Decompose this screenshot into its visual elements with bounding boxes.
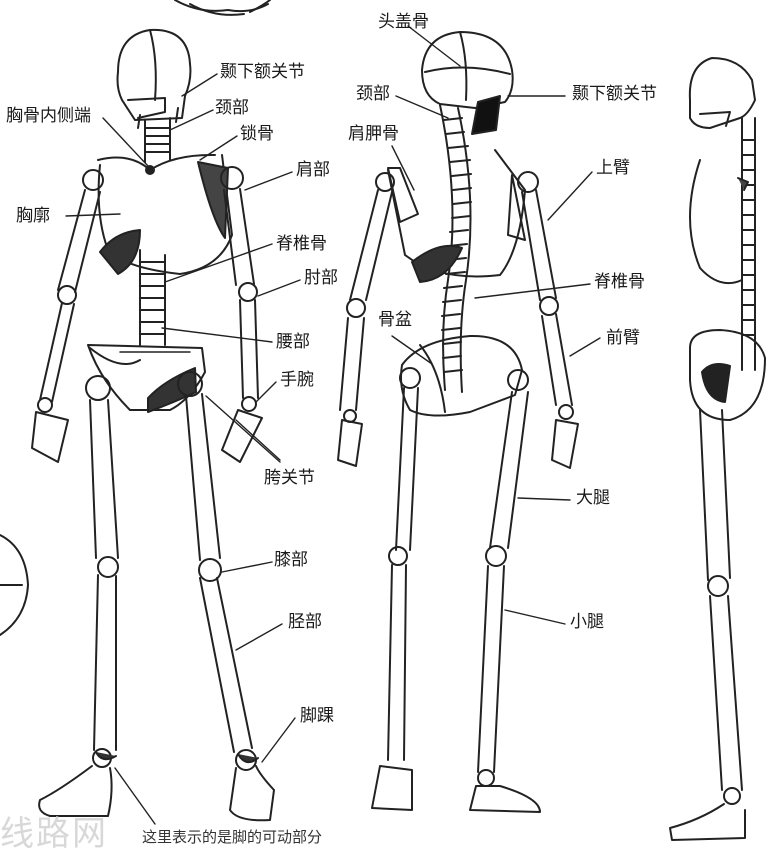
watermark: 线路网: [0, 806, 108, 855]
label-scapula: 肩胛骨: [348, 126, 399, 143]
label-forearm: 前臂: [606, 330, 640, 347]
label-spine-front: 脊椎骨: [276, 236, 327, 253]
cropped-sketch-top: [175, 0, 270, 15]
leader-lines: [66, 26, 600, 824]
label-ribcage: 胸廓: [16, 208, 50, 225]
label-ankle: 脚踝: [300, 708, 334, 725]
side-figure: [670, 58, 765, 840]
label-knee: 膝部: [274, 552, 308, 569]
label-wrist: 手腕: [280, 372, 314, 389]
label-elbow: 肘部: [304, 270, 338, 287]
label-thigh: 大腿: [576, 490, 610, 507]
label-waist: 腰部: [276, 334, 310, 351]
side-skull: [690, 58, 755, 128]
label-upper-arm: 上臂: [596, 160, 630, 177]
label-tmj-back: 颞下额关节: [572, 86, 657, 103]
foot-caption: 这里表示的是脚的可动部分: [142, 826, 322, 847]
label-calf: 小腿: [570, 614, 604, 631]
label-tmj-front: 颞下额关节: [220, 64, 305, 81]
back-figure: [338, 32, 578, 812]
label-shoulder: 肩部: [296, 162, 330, 179]
label-clavicle: 锁骨: [240, 126, 274, 143]
label-pelvis: 骨盆: [378, 312, 412, 329]
label-sternum-end: 胸骨内侧端: [6, 108, 91, 125]
label-skull-back: 头盖骨: [378, 14, 429, 31]
label-neck-front: 颈部: [215, 100, 249, 117]
label-neck-back: 颈部: [356, 86, 390, 103]
label-shin: 胫部: [288, 614, 322, 631]
label-hip-joint: 胯关节: [264, 470, 315, 487]
label-spine-back: 脊椎骨: [594, 274, 645, 291]
front-skull: [118, 30, 191, 120]
cropped-sketch-left: [0, 535, 28, 635]
